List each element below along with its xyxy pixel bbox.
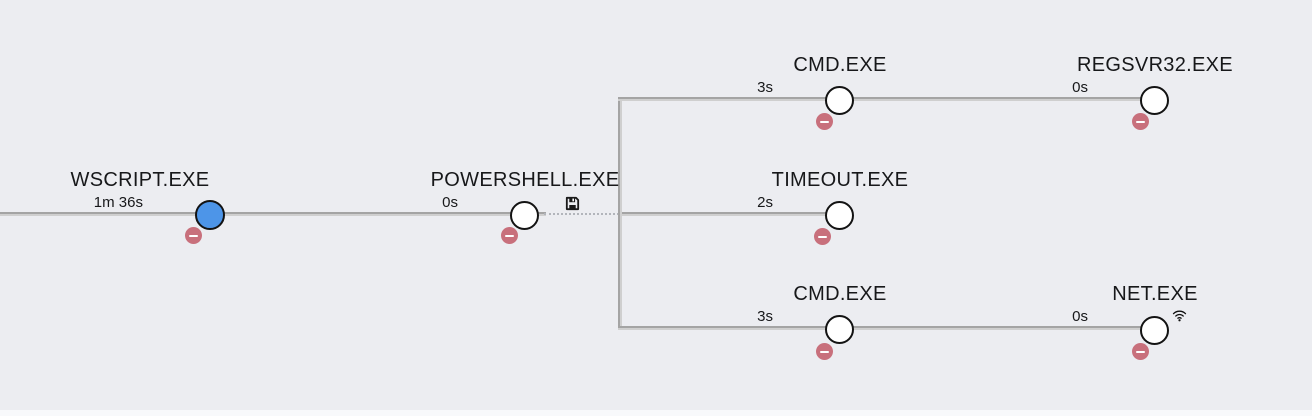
process-node-cmd-top[interactable]	[825, 86, 854, 115]
minus-badge[interactable]	[814, 228, 831, 245]
minus-badge[interactable]	[185, 227, 202, 244]
minus-icon	[1136, 350, 1145, 353]
process-name-label: CMD.EXE	[793, 54, 887, 76]
process-name-label: TIMEOUT.EXE	[771, 169, 909, 191]
minus-icon	[1136, 120, 1145, 123]
minus-icon	[818, 235, 827, 238]
edge-junction-to-timeout	[622, 212, 842, 216]
process-name-label: REGSVR32.EXE	[1077, 54, 1233, 76]
process-name-label: POWERSHELL.EXE	[430, 169, 620, 191]
wifi-icon	[1172, 309, 1187, 324]
process-name-label: WSCRIPT.EXE	[70, 169, 210, 191]
edge-junction-to-net	[618, 326, 1157, 330]
edge-junction-to-regsvr32	[618, 97, 1157, 101]
minus-badge[interactable]	[816, 343, 833, 360]
process-node-net[interactable]	[1140, 316, 1169, 345]
edge-powershell-to-junction-dotted	[544, 213, 619, 215]
process-duration: 1m 36s	[93, 194, 143, 211]
minus-icon	[505, 234, 514, 237]
process-node-powershell[interactable]	[510, 201, 539, 230]
horizontal-scrollbar-track[interactable]	[0, 410, 1312, 416]
minus-badge[interactable]	[1132, 113, 1149, 130]
floppy-disk-icon	[565, 196, 580, 211]
process-duration: 3s	[757, 308, 773, 325]
process-name-label: NET.EXE	[1112, 283, 1198, 305]
process-duration: 0s	[442, 194, 458, 211]
minus-badge[interactable]	[816, 113, 833, 130]
minus-icon	[189, 234, 198, 237]
process-duration: 0s	[1072, 79, 1088, 96]
process-duration: 3s	[757, 79, 773, 96]
process-duration: 2s	[757, 194, 773, 211]
process-node-wscript[interactable]	[195, 200, 225, 230]
process-node-timeout[interactable]	[825, 201, 854, 230]
minus-badge[interactable]	[1132, 343, 1149, 360]
edge-parent-to-powershell	[0, 212, 546, 216]
minus-badge[interactable]	[501, 227, 518, 244]
process-node-regsvr32[interactable]	[1140, 86, 1169, 115]
process-name-label: CMD.EXE	[793, 283, 887, 305]
process-node-cmd-bottom[interactable]	[825, 315, 854, 344]
process-duration: 0s	[1072, 308, 1088, 325]
edge-branch-vertical	[618, 97, 622, 330]
minus-icon	[820, 350, 829, 353]
minus-icon	[820, 120, 829, 123]
